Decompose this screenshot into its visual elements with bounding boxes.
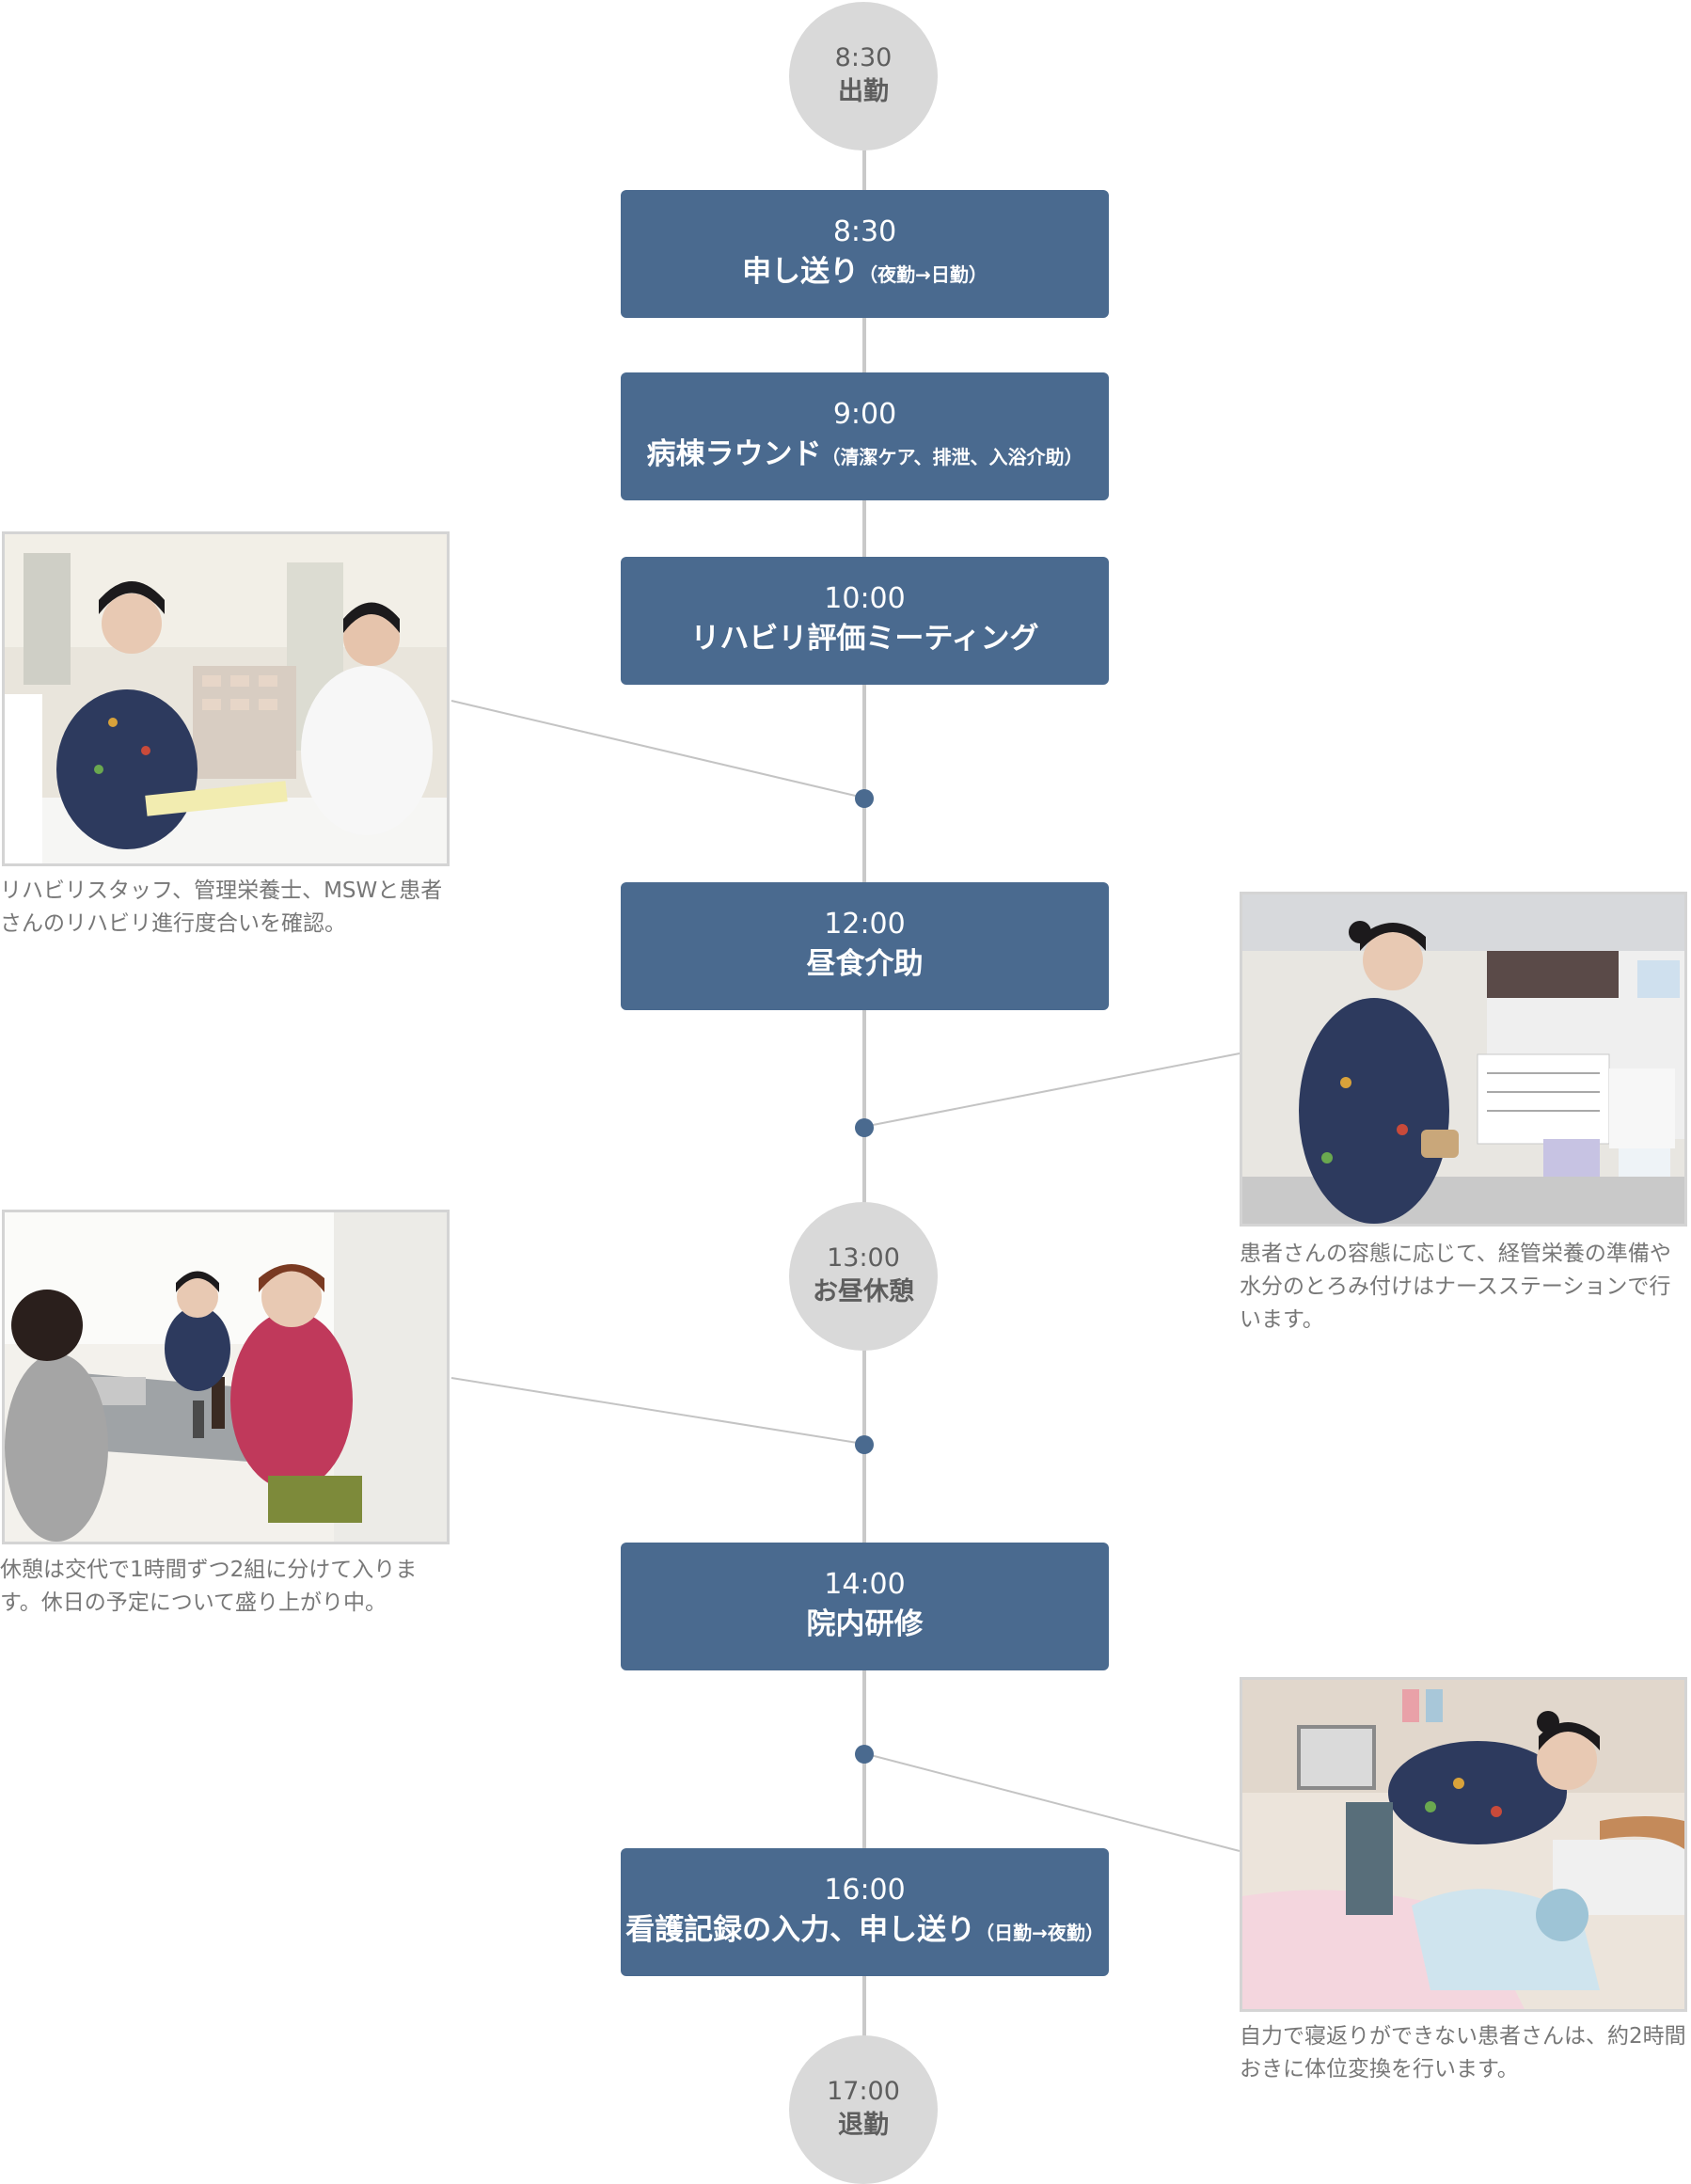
timeline-box-rehab-meeting: 10:00 リハビリ評価ミーティング <box>621 557 1109 685</box>
node-label: 病棟ラウンド <box>646 437 822 472</box>
timeline-box-handover-morning: 8:30 申し送り（夜勤→日勤） <box>621 190 1109 318</box>
node-label-line: 申し送り（夜勤→日勤） <box>742 250 988 294</box>
timeline-marker-dot <box>855 1435 874 1454</box>
timeline-marker-dot <box>855 1118 874 1137</box>
node-label: 申し送り <box>742 255 860 290</box>
connector-line-4 <box>862 1752 1241 1852</box>
connector-line-3 <box>450 1377 864 1445</box>
timeline-marker-dot <box>855 789 874 808</box>
photo-illustration <box>1242 1680 1684 2009</box>
node-label: お昼休憩 <box>813 1277 914 1307</box>
photo-illustration <box>1242 894 1684 1224</box>
node-label: 看護記録の入力、申し送り <box>625 1913 976 1948</box>
connector-line-1 <box>450 700 864 799</box>
timeline-box-training: 14:00 院内研修 <box>621 1543 1109 1670</box>
node-label-line: 病棟ラウンド（清潔ケア、排泄、入浴介助） <box>647 433 1083 477</box>
node-sublabel: （清潔ケア、排泄、入浴介助） <box>821 446 1083 469</box>
photo-illustration <box>5 534 447 863</box>
timeline-box-lunch-assist: 12:00 昼食介助 <box>621 882 1109 1010</box>
timeline-marker-dot <box>855 1745 874 1764</box>
timeline-box-records-handover: 16:00 看護記録の入力、申し送り（日勤→夜勤） <box>621 1848 1109 1976</box>
node-label: 退勤 <box>838 2111 889 2141</box>
node-time: 10:00 <box>824 582 906 616</box>
node-label-line: 看護記録の入力、申し送り（日勤→夜勤） <box>625 1908 1104 1953</box>
connector-line-2 <box>862 1052 1241 1128</box>
node-time: 8:30 <box>834 42 893 72</box>
node-label: 昼食介助 <box>806 947 924 982</box>
timeline-circle-lunch-break: 13:00 お昼休憩 <box>789 1202 938 1351</box>
node-time: 16:00 <box>824 1874 906 1907</box>
photo-patient-repositioning <box>1240 1677 1687 2012</box>
photo-break-room <box>2 1210 450 1544</box>
photo-rehab-meeting <box>2 531 450 866</box>
node-time: 17:00 <box>827 2076 900 2106</box>
node-sublabel: （夜勤→日勤） <box>859 263 988 287</box>
photo-nurse-station <box>1240 892 1687 1227</box>
timeline-spine <box>862 75 866 2107</box>
photo-caption: 患者さんの容態に応じて、経管栄養の準備や水分のとろみ付けはナースステーションで行… <box>1240 1242 1671 1332</box>
photo-caption: 自力で寝返りができない患者さんは、約2時間おきに体位変換を行います。 <box>1240 2024 1686 2081</box>
node-time: 14:00 <box>824 1568 906 1602</box>
timeline-box-ward-round: 9:00 病棟ラウンド（清潔ケア、排泄、入浴介助） <box>621 372 1109 500</box>
node-label: リハビリ評価ミーティング <box>690 622 1039 657</box>
timeline-circle-end: 17:00 退勤 <box>789 2035 938 2184</box>
photo-caption: リハビリスタッフ、管理栄養士、MSWと患者さんのリハビリ進行度合いを確認。 <box>0 878 443 936</box>
photo-illustration <box>5 1212 447 1542</box>
node-time: 9:00 <box>832 398 897 432</box>
photo-caption: 休憩は交代で1時間ずつ2組に分けて入ります。休日の予定について盛り上がり中。 <box>0 1558 418 1615</box>
node-sublabel: （日勤→夜勤） <box>975 1922 1104 1945</box>
node-time: 13:00 <box>827 1242 900 1273</box>
node-time: 8:30 <box>832 215 897 249</box>
node-label: 出勤 <box>838 77 889 107</box>
timeline-circle-start: 8:30 出勤 <box>789 2 938 150</box>
node-time: 12:00 <box>824 908 906 942</box>
node-label: 院内研修 <box>806 1607 924 1642</box>
